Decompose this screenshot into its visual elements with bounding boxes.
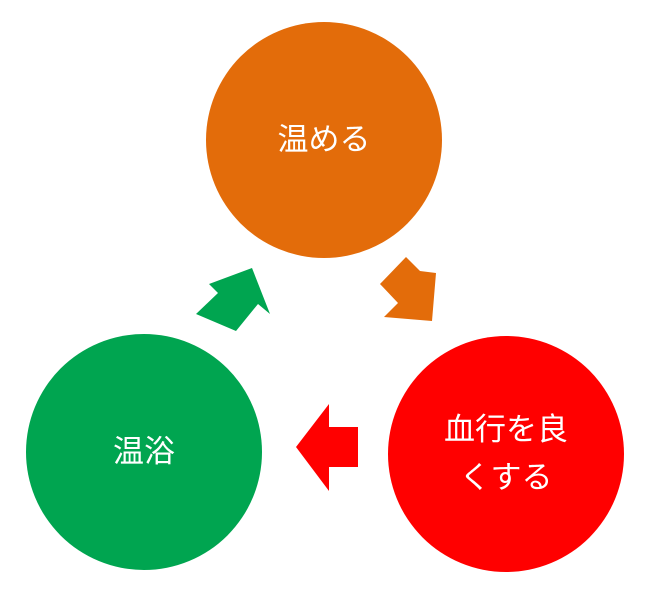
node-warm-bath-label: 温浴	[113, 433, 175, 470]
node-improve-circulation: 血行を良 くする	[388, 336, 624, 572]
node-improve-circulation-label: 血行を良 くする	[444, 411, 568, 496]
arrow-bath-to-warm	[196, 268, 270, 331]
arrow-warm-to-circulation	[380, 257, 436, 321]
node-warm-label: 温める	[277, 121, 371, 158]
arrow-circulation-to-bath	[296, 404, 358, 491]
node-warm: 温める	[206, 22, 442, 258]
node-warm-bath: 温浴	[26, 334, 262, 570]
